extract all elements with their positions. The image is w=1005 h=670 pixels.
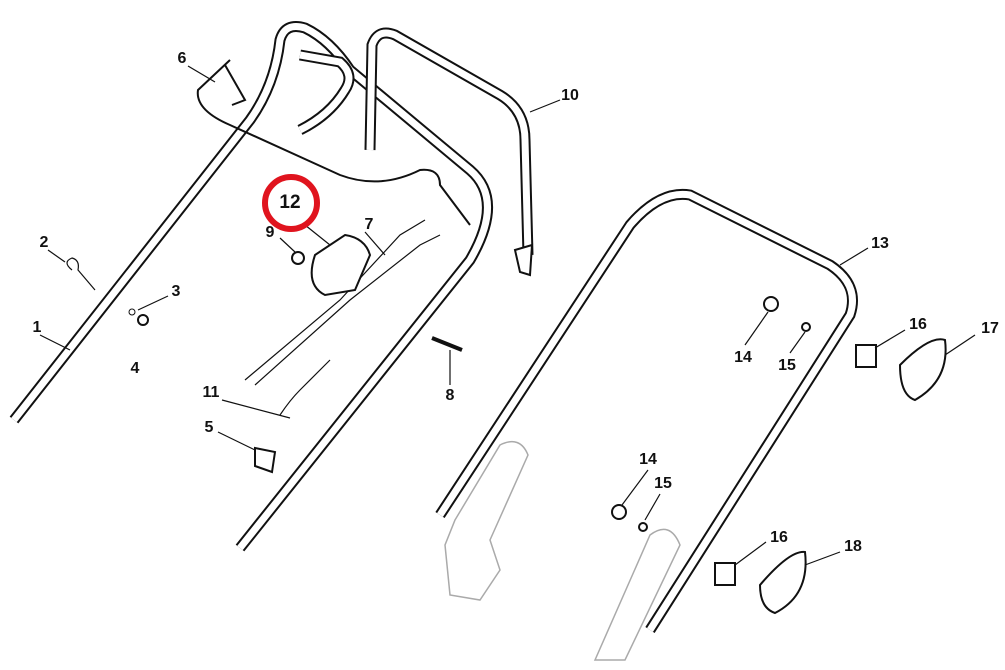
bail-bar: [196, 59, 471, 226]
nut-9: [291, 251, 305, 265]
callout-5[interactable]: 5: [204, 419, 214, 436]
callout-4[interactable]: 4: [130, 360, 140, 377]
spacer-16b: [714, 562, 736, 586]
washer-3: [128, 308, 136, 316]
callout-6[interactable]: 6: [177, 50, 187, 67]
callout-10[interactable]: 10: [561, 87, 579, 104]
callout-9[interactable]: 9: [265, 224, 275, 241]
knob-18: [758, 550, 807, 615]
cables: [244, 219, 441, 416]
highlight-circle: [262, 174, 320, 232]
callout-1[interactable]: 1: [32, 319, 42, 336]
leader-lines: [39, 65, 976, 566]
callout-16-upper[interactable]: 16: [909, 316, 927, 333]
callout-18[interactable]: 18: [844, 538, 862, 555]
callout-8[interactable]: 8: [445, 387, 455, 404]
nut-4: [137, 314, 149, 326]
callout-14-lower[interactable]: 14: [639, 451, 657, 468]
callout-15-lower[interactable]: 15: [654, 475, 672, 492]
spacer-16a: [855, 344, 877, 368]
rear-bar: [364, 27, 534, 277]
upper-handle: [9, 21, 493, 552]
nut-14a: [763, 296, 779, 312]
callout-7[interactable]: 7: [364, 216, 374, 233]
bolt-8: [431, 336, 463, 352]
callout-13[interactable]: 13: [871, 235, 889, 252]
callout-16-lower[interactable]: 16: [770, 529, 788, 546]
callout-2[interactable]: 2: [39, 234, 49, 251]
callout-17[interactable]: 17: [981, 320, 999, 337]
left-bracket: [444, 440, 529, 601]
callout-11[interactable]: 11: [202, 384, 220, 401]
clip-5: [254, 446, 277, 474]
callout-12-highlighted[interactable]: 12: [279, 192, 301, 213]
hook-2: [66, 257, 96, 291]
callout-14-upper[interactable]: 14: [734, 349, 752, 366]
washer-15b: [638, 522, 648, 532]
washer-15a: [801, 322, 811, 332]
knob-17: [898, 338, 947, 402]
nut-14b: [611, 504, 627, 520]
control-lever: [310, 233, 372, 297]
lower-handle: [435, 188, 858, 633]
callout-15-upper[interactable]: 15: [778, 357, 796, 374]
right-bracket: [593, 528, 681, 661]
callout-3[interactable]: 3: [171, 283, 181, 300]
